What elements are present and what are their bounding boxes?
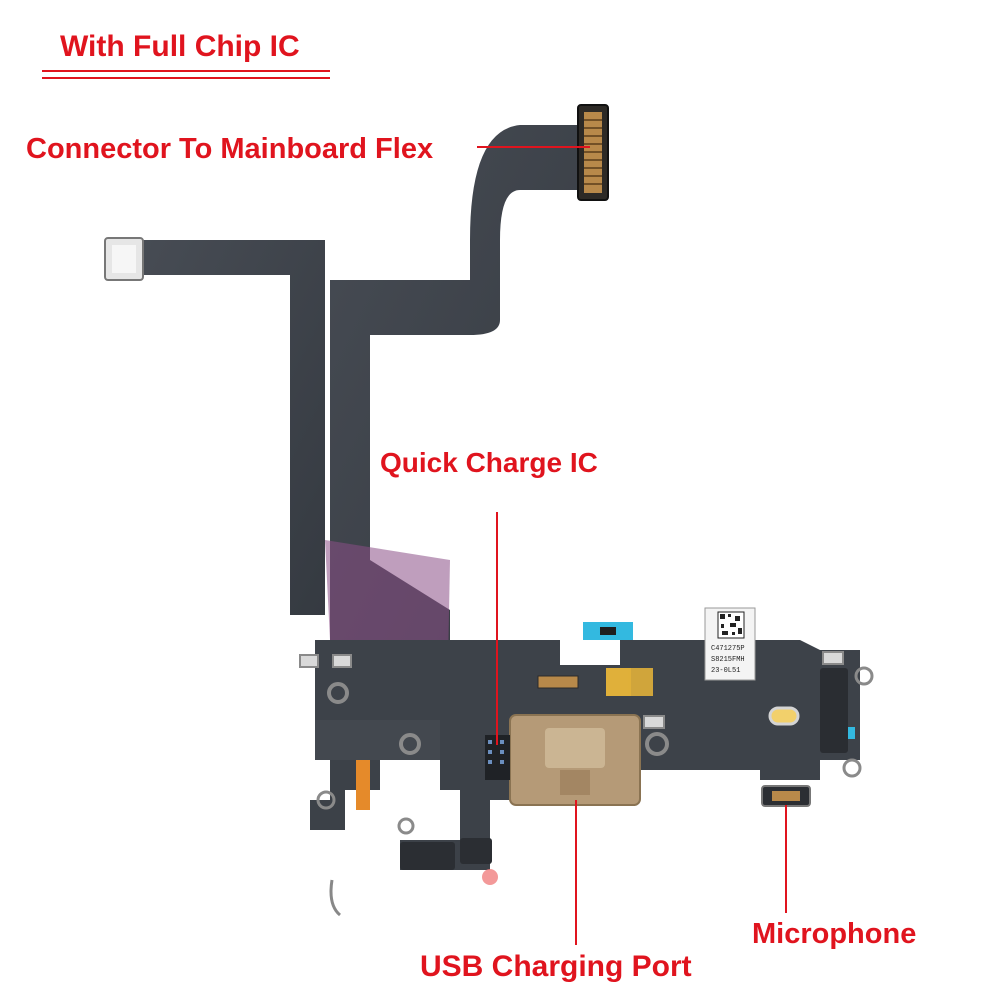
callout-lines [477, 146, 787, 945]
title-underline-bottom [42, 77, 330, 79]
sticker-line-1: C471275P [711, 645, 745, 653]
screw-brackets [299, 651, 874, 835]
usb-port-callout-label: USB Charging Port [420, 950, 692, 983]
page-title: With Full Chip IC [60, 30, 300, 63]
mainboard-connector [577, 104, 609, 201]
purple-marking [325, 540, 450, 665]
title-underline-top [42, 70, 330, 72]
label-sticker: C471275P S8215FMH 23-0L51 [704, 607, 756, 681]
sticker-line-3: 23-0L51 [711, 667, 740, 675]
lower-flex-branches [310, 760, 510, 917]
left-flex-strip [104, 237, 325, 615]
microphone-callout-label: Microphone [752, 918, 917, 950]
right-side-components [761, 668, 848, 807]
connector-callout-label: Connector To Mainboard Flex [26, 133, 434, 165]
quick-charge-callout-label: Quick Charge IC [380, 447, 598, 478]
usb-charging-port [509, 714, 641, 806]
sticker-line-2: S8215FMH [711, 656, 745, 664]
board-connector-small [537, 668, 653, 696]
